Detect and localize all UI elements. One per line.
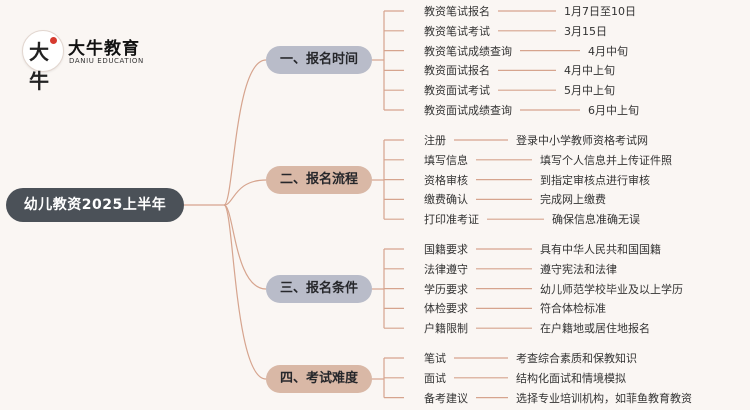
leaf-label: 学历要求 (424, 282, 468, 296)
root-to-branch-line (223, 204, 267, 380)
leaf-value: 具有中华人民共和国国籍 (540, 243, 661, 256)
logo-mark-icon: 大牛 (22, 30, 64, 93)
root-to-branch-line (223, 59, 267, 206)
leaf-value: 6月中上旬 (588, 104, 639, 117)
leaf-label: 体检要求 (424, 302, 468, 316)
leaf-label: 笔试 (424, 352, 446, 365)
logo-glyph: 大牛 (29, 40, 49, 93)
branch-node: 四、考试难度 (266, 365, 372, 393)
leaf-value: 4月中上旬 (564, 64, 615, 78)
leaf-value: 到指定审核点进行审核 (540, 173, 650, 187)
leaf-label: 注册 (424, 134, 446, 147)
leaf-value: 3月15日 (564, 24, 607, 38)
branch-node: 三、报名条件 (266, 275, 372, 303)
leaf-label: 教资面试报名 (424, 64, 490, 78)
logo-dot (50, 37, 57, 44)
leaf-label: 面试 (424, 371, 446, 385)
leaf-value: 登录中小学教师资格考试网 (516, 134, 648, 147)
leaf-label: 填写信息 (424, 153, 468, 167)
branch-node: 二、报名流程 (266, 166, 372, 194)
leaf-label: 国籍要求 (424, 243, 468, 256)
leaf-value: 幼儿师范学校毕业及以上学历 (540, 282, 683, 296)
brand-name: 大牛教育 (68, 39, 140, 59)
leaf-value: 遵守宪法和法律 (540, 262, 617, 276)
brand-logo: 大牛 大牛教育 DANIU EDUCATION (22, 30, 162, 93)
root-to-branch-line (223, 179, 267, 206)
leaf-label: 资格审核 (424, 173, 468, 187)
leaf-value: 确保信息准确无误 (552, 213, 640, 227)
leaf-value: 完成网上缴费 (540, 193, 606, 207)
leaf-label: 教资面试成绩查询 (424, 104, 512, 117)
leaf-value: 1月7日至10日 (564, 5, 636, 18)
leaf-label: 教资面试考试 (424, 84, 490, 98)
leaf-label: 备考建议 (424, 391, 468, 405)
leaf-label: 打印准考证 (424, 213, 479, 227)
leaf-value: 4月中旬 (588, 44, 628, 58)
brand-subtitle: DANIU EDUCATION (69, 57, 144, 65)
branch-node: 一、报名时间 (266, 46, 372, 74)
leaf-value: 填写个人信息并上传证件照 (540, 153, 672, 167)
leaf-value: 选择专业培训机构，如菲鱼教育教资 (516, 391, 692, 405)
leaf-value: 5月中上旬 (564, 84, 615, 98)
leaf-label: 教资笔试报名 (424, 5, 490, 18)
leaf-label: 法律遵守 (424, 262, 468, 276)
leaf-value: 在户籍地或居住地报名 (540, 322, 650, 336)
leaf-label: 缴费确认 (424, 193, 468, 207)
leaf-value: 符合体检标准 (540, 302, 606, 316)
leaf-value: 结构化面试和情境模拟 (516, 371, 626, 385)
root-to-branch-line (223, 204, 267, 290)
leaf-label: 教资笔试成绩查询 (424, 44, 512, 58)
root-topic: 幼儿教资2025上半年 (6, 188, 184, 222)
leaf-label: 教资笔试考试 (424, 24, 490, 38)
leaf-value: 考查综合素质和保教知识 (516, 352, 637, 365)
leaf-label: 户籍限制 (424, 322, 468, 336)
